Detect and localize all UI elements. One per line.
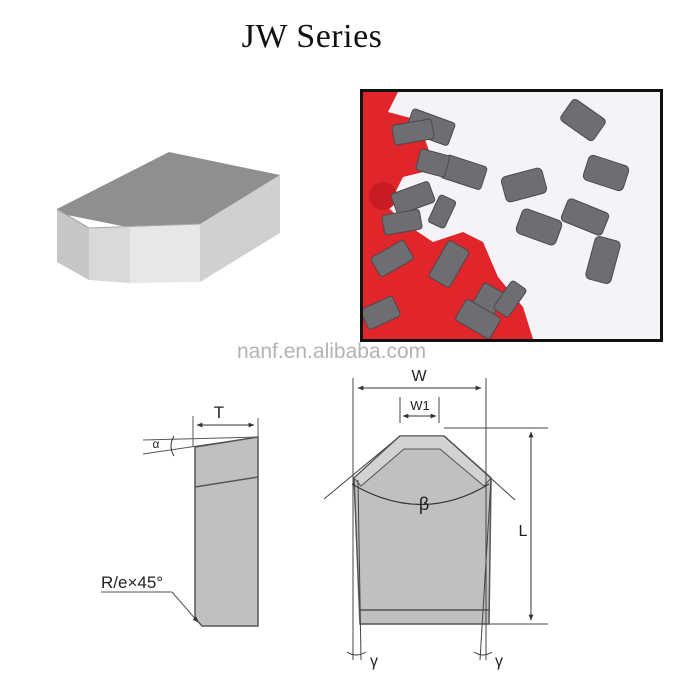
label-width: W: [411, 368, 427, 385]
label-alpha: α: [153, 437, 160, 451]
photo-illustration: [363, 92, 660, 339]
label-length: L: [519, 523, 528, 540]
side-view-drawing: [101, 416, 259, 627]
label-chamfer: R/e×45°: [101, 573, 163, 592]
watermark: nanf.en.alibaba.com: [237, 340, 427, 363]
page-title: JW Series: [0, 18, 700, 56]
product-photo: [360, 89, 663, 342]
front-view-drawing: [323, 378, 548, 661]
label-top-width: W1: [410, 398, 430, 413]
label-thickness: T: [214, 403, 224, 422]
label-beta: β: [419, 494, 429, 514]
title-text: JW Series: [241, 18, 383, 55]
label-gamma-right: γ: [495, 653, 503, 670]
label-gamma-left: γ: [370, 653, 378, 670]
